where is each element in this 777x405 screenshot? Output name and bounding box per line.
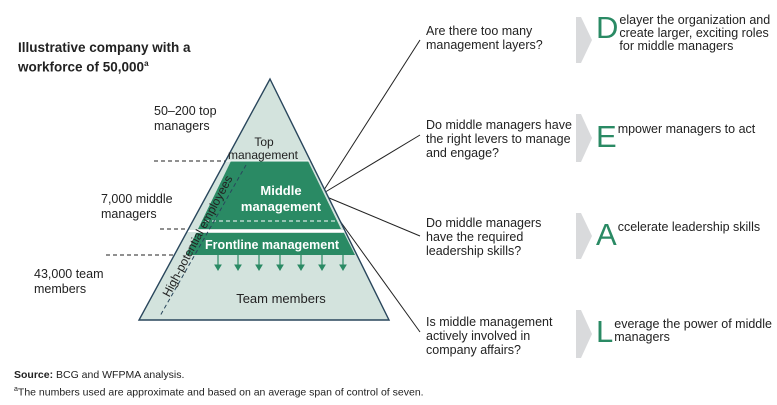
- arrow-icon: [318, 255, 326, 271]
- source-label: Source:: [14, 369, 54, 381]
- label-middle-managers: 7,000 middle managers: [101, 192, 173, 221]
- arrow-icon: [255, 255, 263, 271]
- action-text: ccelerate leadership skills: [617, 220, 761, 234]
- high-potential-boundary: [159, 164, 247, 317]
- middle-management-label-1: Middle: [260, 183, 301, 198]
- footnote: aThe numbers used are approximate and ba…: [14, 386, 424, 399]
- action-text: mpower managers to act: [617, 122, 756, 136]
- arrow-icon: [276, 255, 284, 271]
- top-management-label-2: management: [228, 148, 299, 162]
- label-top-managers: 50–200 top managers: [154, 104, 217, 133]
- middle-management-band: [198, 161, 341, 229]
- title-footnote-marker: a: [144, 59, 149, 68]
- question-4: Is middle management actively involved i…: [426, 315, 553, 357]
- question-1: Are there too many management layers?: [426, 24, 543, 52]
- connector-line-2: [321, 134, 421, 195]
- connector-line-1: [321, 39, 421, 194]
- chevron-icon: [576, 310, 592, 358]
- action-text: elayer the organization and create large…: [619, 13, 771, 53]
- diagram-title: Illustrative company with a workforce of…: [18, 40, 238, 76]
- footnote-text: The numbers used are approximate and bas…: [17, 386, 424, 399]
- arrow-icon: [339, 255, 347, 271]
- team-members-label: Team members: [236, 291, 326, 306]
- footnote-marker: a: [14, 386, 18, 393]
- chevron-icon: [576, 213, 592, 259]
- label-team-members: 43,000 team members: [34, 267, 104, 296]
- downward-arrows: [214, 255, 347, 271]
- chevron-icon: [576, 114, 592, 162]
- source-text: BCG and WFPMA analysis.: [56, 369, 185, 381]
- top-management-label-1: Top: [254, 135, 274, 149]
- action-letter: L: [596, 314, 614, 349]
- connector-line-3: [321, 194, 421, 237]
- arrow-icon: [214, 255, 222, 271]
- action-letter: E: [596, 119, 617, 154]
- action-letter: A: [596, 217, 617, 252]
- middle-management-label-2: management: [241, 199, 322, 214]
- action-letter: D: [596, 10, 619, 45]
- question-3: Do middle managers have the required lea…: [426, 216, 542, 258]
- chevron-icon: [576, 17, 592, 63]
- title-text: Illustrative company with a workforce of…: [18, 40, 191, 75]
- question-2: Do middle managers have the right levers…: [426, 118, 572, 160]
- connector-lines: [321, 39, 421, 333]
- arrow-icon: [234, 255, 242, 271]
- arrow-icon: [297, 255, 305, 271]
- action-text: everage the power of middle managers: [614, 317, 772, 344]
- chevrons: [576, 17, 592, 358]
- source-note: Source: BCG and WFPMA analysis.: [14, 369, 184, 381]
- frontline-management-label: Frontline management: [205, 238, 340, 252]
- frontline-band: [186, 233, 355, 255]
- pyramid-outline: [137, 77, 391, 321]
